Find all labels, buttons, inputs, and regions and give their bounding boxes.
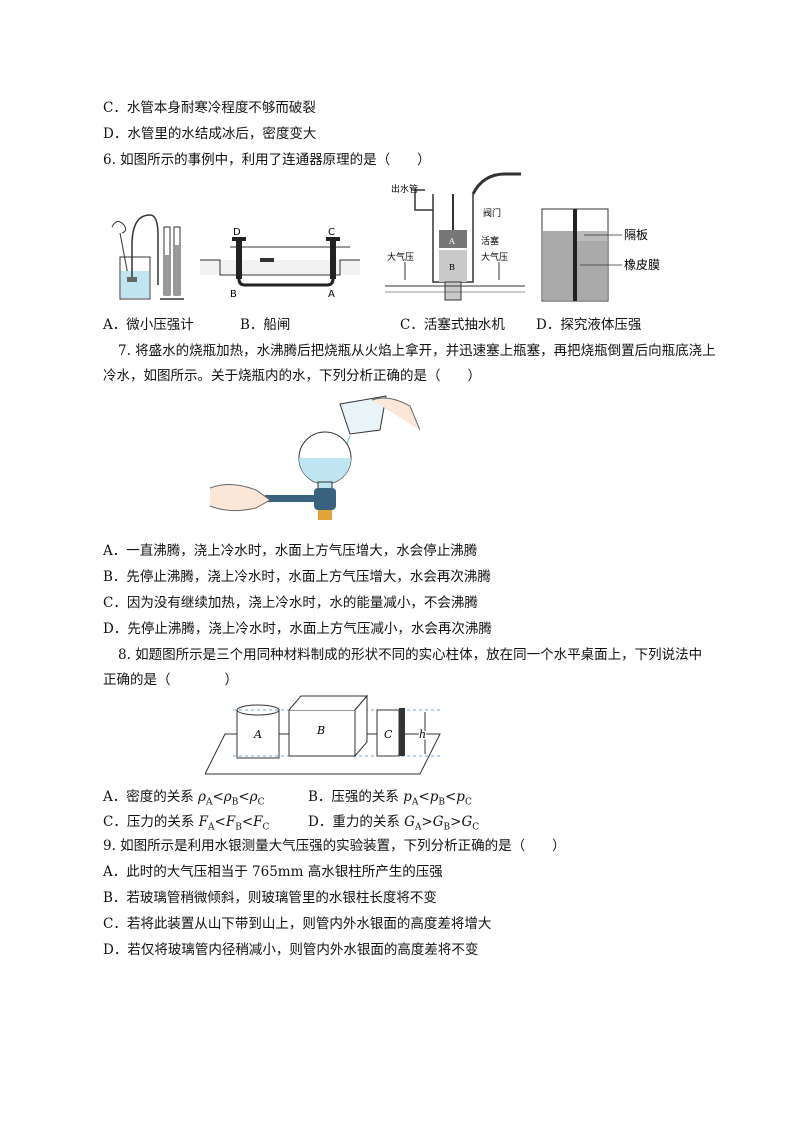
q8-option-b: B．压强的关系 pA<pB<pC bbox=[308, 789, 472, 808]
q9-option-c: C．若将此装置从山下带到山上，则管内外水银面的高度差将增大 bbox=[103, 916, 492, 932]
q6-caption-a: A．微小压强计 bbox=[103, 317, 194, 333]
rubber-membrane-label: 橡皮膜 bbox=[624, 258, 660, 272]
q9-stem: 9. 如图所示是利用水银测量大气压强的实验装置，下列分析正确的是（ ） bbox=[103, 838, 566, 854]
pump-label-a: A bbox=[448, 237, 455, 246]
three-cylinders-figure: A B C h h bbox=[205, 694, 441, 775]
lock-label-b: B bbox=[230, 289, 237, 300]
liquid-pressure-figure: 隔板 橡皮膜 bbox=[541, 208, 660, 302]
pump-atm-right: 大气压 bbox=[481, 251, 508, 263]
solid-a-label: A bbox=[253, 728, 262, 741]
q7-option-c: C．因为没有继续加热，浇上冷水时，水的能量减小，不会沸腾 bbox=[103, 595, 478, 611]
q7-option-a: A．一直沸腾，浇上冷水时，水面上方气压增大，水会停止沸腾 bbox=[103, 543, 478, 559]
pump-label-b: B bbox=[449, 263, 455, 272]
q6-caption-b: B．船闸 bbox=[240, 317, 291, 333]
q9-option-d: D．若仅将玻璃管内径稍减小，则管内外水银面的高度差将不变 bbox=[103, 942, 479, 958]
partition-label: 隔板 bbox=[624, 228, 648, 242]
q6-caption-d: D．探究液体压强 bbox=[536, 317, 642, 333]
pump-outlet-label: 出水管 bbox=[391, 183, 418, 195]
lock-label-d: D bbox=[233, 227, 241, 238]
q6-stem: 6. 如图所示的事例中，利用了连通器原理的是（ ） bbox=[103, 152, 431, 168]
q7-option-b: B．先停止沸腾，浇上冷水时，水面上方气压增大，水会再次沸腾 bbox=[103, 569, 491, 585]
q7-option-d: D．先停止沸腾，浇上冷水时，水面上方气压减小，水会再次沸腾 bbox=[103, 621, 492, 637]
lock-label-c: C bbox=[328, 227, 335, 238]
q7-stem-line2: 冷水，如图所示。关于烧瓶内的水，下列分析正确的是（ ） bbox=[103, 368, 481, 384]
q9-option-b: B．若玻璃管稍微倾斜，则玻璃管里的水银柱长度将不变 bbox=[103, 890, 437, 906]
pump-piston-label: 活塞 bbox=[481, 235, 499, 247]
ship-lock-figure: D C B A bbox=[200, 227, 360, 300]
solid-b-label: B bbox=[316, 724, 325, 737]
q8-option-a: A．密度的关系 ρA<ρB<ρC bbox=[103, 789, 265, 808]
q8-option-d: D．重力的关系 GA>GB>GC bbox=[308, 814, 480, 833]
lock-label-a: A bbox=[328, 289, 335, 300]
flask-figure bbox=[210, 395, 420, 520]
solid-c-label: C bbox=[384, 728, 393, 741]
q9-option-a: A．此时的大气压相当于 765mm 高水银柱所产生的压强 bbox=[103, 864, 443, 880]
q5-option-c: C．水管本身耐寒冷程度不够而破裂 bbox=[103, 100, 316, 116]
pump-atm-left: 大气压 bbox=[387, 251, 414, 263]
q8-stem-line2: 正确的是（ ） bbox=[103, 672, 238, 688]
q5-option-d: D．水管里的水结成冰后，密度变大 bbox=[103, 126, 317, 142]
q7-stem-line1: 7. 将盛水的烧瓶加热，水沸腾后把烧瓶从火焰上拿开，并迅速塞上瓶塞，再把烧瓶倒置… bbox=[118, 343, 716, 359]
q8-stem-line1: 8. 如题图所示是三个用同种材料制成的形状不同的实心柱体，放在同一个水平桌面上，… bbox=[118, 647, 703, 663]
pump-valve-label: 阀门 bbox=[483, 207, 501, 219]
q6-caption-c: C．活塞式抽水机 bbox=[400, 317, 505, 333]
height-h-label: h bbox=[419, 728, 426, 741]
piston-pump-figure: 出水管 阀门 A 活塞 B 大气压 大气压 bbox=[385, 172, 525, 301]
svg-text:h: h bbox=[419, 728, 426, 741]
micro-pressure-gauge-figure bbox=[111, 214, 184, 300]
q8-option-c: C．压力的关系 FA<FB<FC bbox=[103, 814, 270, 833]
